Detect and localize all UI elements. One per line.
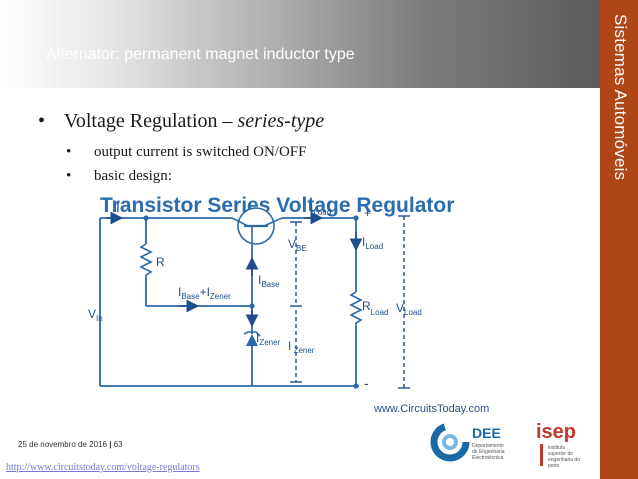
footer-date: 25 de novembro de 2016 | 63 xyxy=(18,440,123,449)
diagram-title: Transistor Series Voltage Regulator xyxy=(100,194,454,217)
bullet-dot-icon: • xyxy=(66,168,72,184)
sub-bullet: • output current is switched ON/OFF xyxy=(66,144,306,161)
footer-date-text: 25 de novembro de 2016 xyxy=(18,440,107,449)
label-vload: VLoad xyxy=(396,301,422,317)
svg-text:de Engenharia: de Engenharia xyxy=(472,449,505,455)
regulator-circuit-diagram: Transistor Series Voltage Regulator xyxy=(88,194,489,415)
circuit-wires xyxy=(99,217,359,387)
main-bullet: • Voltage Regulation – series-type xyxy=(38,110,324,133)
slide-title: Alternator: permanent magnet inductor ty… xyxy=(46,46,355,63)
label-vin: VIn xyxy=(88,307,103,323)
label-vbe: VBE xyxy=(288,237,307,253)
svg-text:Electrotécnica: Electrotécnica xyxy=(472,455,504,461)
main-bullet-text: Voltage Regulation – xyxy=(64,110,238,132)
transistor-icon xyxy=(231,207,283,246)
svg-text:superior de: superior de xyxy=(548,451,573,457)
svg-text:instituto: instituto xyxy=(548,445,565,451)
label-plus: + xyxy=(364,206,371,220)
label-ibase: IBase xyxy=(258,273,280,289)
sub-bullet-text: basic design: xyxy=(94,168,172,184)
sub-bullet: • basic design: xyxy=(66,168,172,185)
source-link[interactable]: http://www.circuitstoday.com/voltage-reg… xyxy=(6,462,200,473)
sidebar-band xyxy=(600,0,638,479)
svg-text:DEE: DEE xyxy=(472,425,501,441)
label-minus: - xyxy=(364,375,369,391)
svg-text:isep: isep xyxy=(536,421,576,443)
label-iload: ILoad xyxy=(310,201,331,217)
voltage-markers xyxy=(295,216,405,388)
label-izener: IZener xyxy=(256,331,281,347)
label-iload-2: ILoad xyxy=(362,235,383,251)
main-bullet-emphasis: series-type xyxy=(237,110,325,132)
label-ibase-izener: IBase+IZener xyxy=(178,285,231,301)
dee-logo: DEE Departamento de Engenharia Electroté… xyxy=(430,422,505,462)
junction-dots xyxy=(143,215,359,389)
label-rload: RLoad xyxy=(362,299,388,317)
label-i: I xyxy=(116,199,120,215)
resistor-r-icon xyxy=(139,243,153,279)
voltage-marker-ticks xyxy=(290,215,410,389)
label-izener-2: I Zener xyxy=(288,339,315,355)
svg-text:Departamento: Departamento xyxy=(472,443,504,449)
bullet-dot-icon: • xyxy=(66,144,72,160)
page-number: 63 xyxy=(113,440,123,449)
institution-logos: DEE Departamento de Engenharia Electroté… xyxy=(430,421,580,469)
zener-diode-icon xyxy=(243,331,261,346)
isep-logo: isep instituto superior de engenharia do… xyxy=(536,421,580,469)
bullet-dot-icon: • xyxy=(38,110,46,132)
footer-separator: | xyxy=(109,440,112,449)
svg-text:porto: porto xyxy=(548,463,560,469)
sub-bullet-text: output current is switched ON/OFF xyxy=(94,144,307,160)
sidebar-course-name: Sistemas Automóveis xyxy=(611,14,630,181)
slide-header: Alternator: permanent magnet inductor ty… xyxy=(0,0,600,88)
svg-text:engenharia do: engenharia do xyxy=(548,457,580,463)
label-r: R xyxy=(156,255,165,269)
diagram-credit: www.CircuitsToday.com xyxy=(373,403,489,415)
resistor-load-icon xyxy=(349,291,363,326)
